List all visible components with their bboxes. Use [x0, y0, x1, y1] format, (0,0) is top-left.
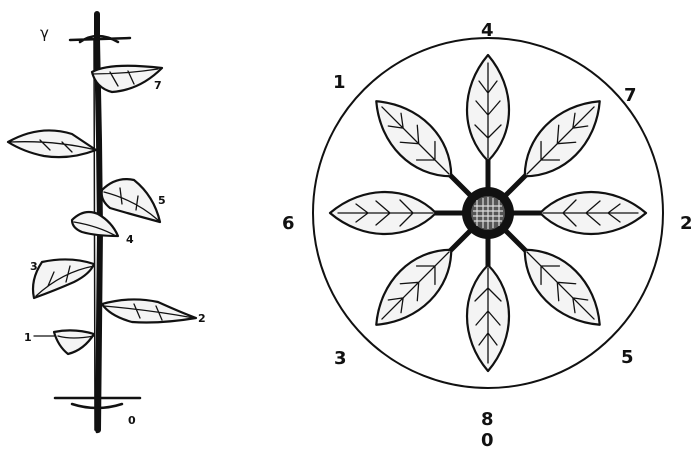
- circle-label-0: 0: [481, 430, 494, 451]
- leaf-arrangement-diagram: 4 1 7 6 2 3 5 8 0: [282, 20, 693, 451]
- stem-label-0: 0: [128, 414, 136, 427]
- stem-label-7: 7: [154, 79, 162, 92]
- circle-label-6: 6: [282, 213, 295, 234]
- apex-symbol: γ: [40, 24, 49, 42]
- stem-leaf-1: [34, 330, 94, 354]
- stem-leaf-4: [72, 212, 118, 236]
- stem-leaf-5: [102, 179, 160, 222]
- circle-label-5: 5: [621, 347, 634, 368]
- stem-leaf-7: [92, 66, 162, 92]
- stem-label-1: 1: [24, 331, 32, 344]
- stem-label-4: 4: [126, 233, 134, 246]
- stem-illustration: γ 7 5 4 3 2 1 0: [8, 14, 206, 432]
- stem-cross-section: [462, 187, 514, 239]
- stem-leaf-6: [8, 130, 96, 157]
- circle-leaf-top: [467, 55, 509, 191]
- circle-label-1: 1: [333, 72, 346, 93]
- circle-label-7: 7: [624, 85, 637, 106]
- circle-leaf-right: [510, 192, 646, 234]
- stem-label-5: 5: [158, 194, 166, 207]
- stem-label-3: 3: [30, 260, 38, 273]
- circle-label-2: 2: [680, 213, 693, 234]
- circle-label-8: 8: [481, 409, 494, 430]
- stem-leaf-2: [102, 299, 196, 322]
- circle-label-4: 4: [481, 20, 494, 41]
- stem-label-2: 2: [198, 312, 206, 325]
- stem-leaf-3: [33, 259, 94, 298]
- circle-label-3: 3: [334, 348, 347, 369]
- circle-leaf-left: [330, 192, 466, 234]
- circle-leaf-bottom: [467, 235, 509, 371]
